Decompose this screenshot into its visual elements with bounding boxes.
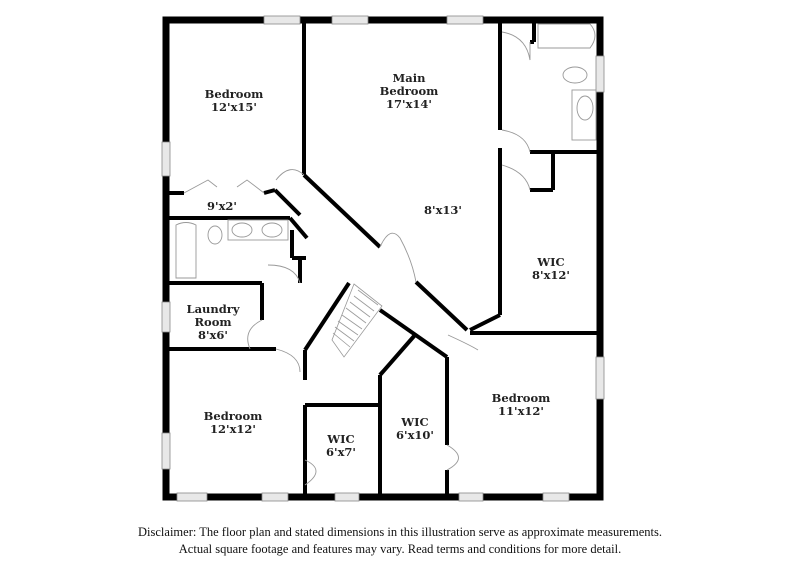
room-label-laundry: Laundry Room 8'x6' [186,302,240,342]
room-label-main-area: 8'x13' [424,203,462,217]
room-label-main-bedroom: Main Bedroom 17'x14' [379,71,439,111]
doors [183,31,531,486]
exterior-walls [162,16,604,501]
room-label-closet-9x2: 9'x2' [207,199,237,213]
room-label-wic-sw: WIC 6'x7' [326,432,356,459]
stairs [331,283,383,358]
room-label-bedroom-sw: Bedroom 12'x12' [203,409,263,436]
fixtures [175,23,597,279]
interior-walls [166,20,600,497]
room-label-bedroom-nw: Bedroom 12'x15' [204,87,264,114]
room-label-wic-main: WIC 8'x12' [532,255,570,282]
room-label-bedroom-se: Bedroom 11'x12' [491,391,551,418]
disclaimer: Disclaimer: The floor plan and stated di… [138,525,662,556]
floor-plan [161,15,605,502]
windows [161,15,605,502]
room-label-wic-center: WIC 6'x10' [396,415,434,442]
